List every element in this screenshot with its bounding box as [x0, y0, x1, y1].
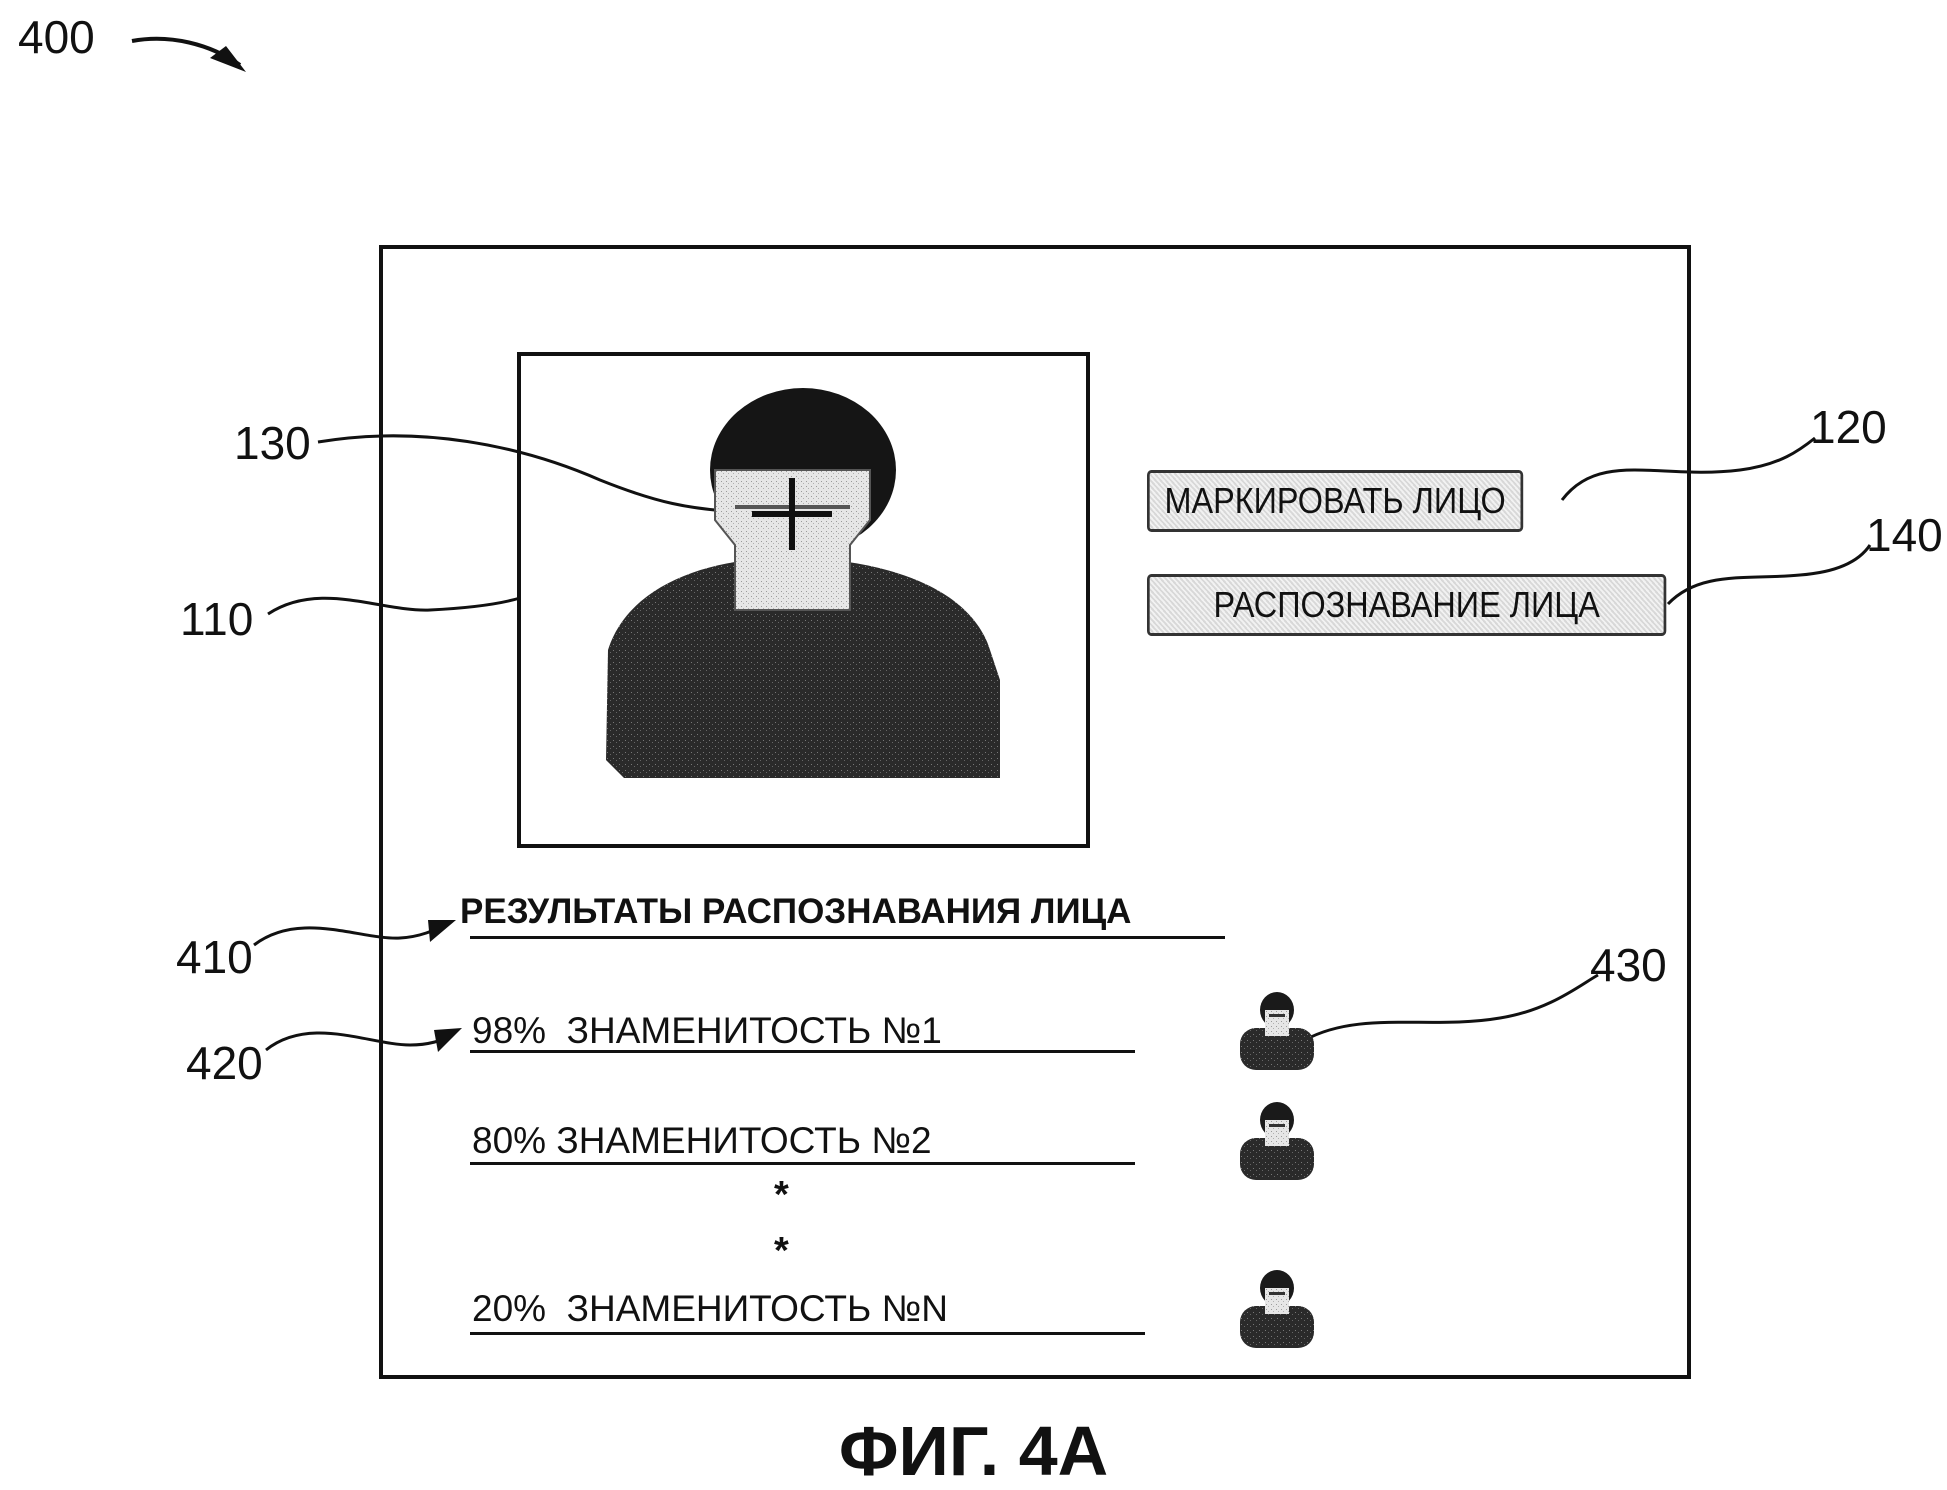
ref-label-420: 420	[186, 1037, 263, 1089]
result-name: ЗНАМЕНИТОСТЬ №1	[566, 1010, 942, 1051]
leader-110	[267, 596, 521, 616]
result-underline-1	[470, 1050, 1135, 1053]
person-silhouette	[606, 388, 1000, 778]
ref-label-410: 410	[176, 931, 253, 983]
crosshair-marker	[752, 478, 832, 550]
ellipsis-dot: *	[774, 1230, 789, 1272]
arrowhead-420	[434, 1028, 462, 1052]
ref-label-110: 110	[180, 593, 254, 645]
leader-130	[317, 434, 761, 514]
ref-label-130: 130	[234, 417, 311, 469]
ellipsis-dot: *	[774, 1174, 789, 1216]
result-percent: 80%	[472, 1120, 547, 1161]
figure-caption: ФИГ. 4А	[838, 1412, 1109, 1490]
result-percent: 98%	[472, 1010, 547, 1051]
result-underline-2	[470, 1162, 1135, 1165]
result-item-3[interactable]: 20% ЗНАМЕНИТОСТЬ №N	[472, 1288, 948, 1330]
leader-120	[1560, 436, 1816, 501]
results-title-underline	[470, 936, 1225, 939]
photo-frame	[517, 352, 1090, 848]
result-item-2[interactable]: 80% ЗНАМЕНИТОСТЬ №2	[472, 1120, 932, 1162]
recognize-face-button[interactable]: РАСПОЗНАВАНИЕ ЛИЦА	[1147, 574, 1667, 636]
result-underline-3	[470, 1332, 1145, 1335]
ref-label-140: 140	[1866, 509, 1943, 561]
leader-430	[1304, 973, 1599, 1042]
arrowhead-400	[210, 46, 246, 72]
leader-140	[1666, 544, 1872, 606]
result-name: ЗНАМЕНИТОСТЬ №2	[556, 1120, 932, 1161]
result-item-1[interactable]: 98% ЗНАМЕНИТОСТЬ №1	[472, 1010, 942, 1052]
ref-label-120: 120	[1810, 401, 1887, 453]
mark-face-button[interactable]: МАРКИРОВАТЬ ЛИЦО	[1147, 470, 1524, 532]
arrowhead-410	[428, 920, 456, 942]
app-window	[379, 245, 1691, 1379]
ref-label-430: 430	[1590, 939, 1667, 991]
result-percent: 20%	[472, 1288, 547, 1329]
result-name: ЗНАМЕНИТОСТЬ №N	[566, 1288, 948, 1329]
ref-label-400: 400	[18, 11, 95, 63]
results-title: РЕЗУЛЬТАТЫ РАСПОЗНАВАНИЯ ЛИЦА	[460, 892, 1132, 931]
